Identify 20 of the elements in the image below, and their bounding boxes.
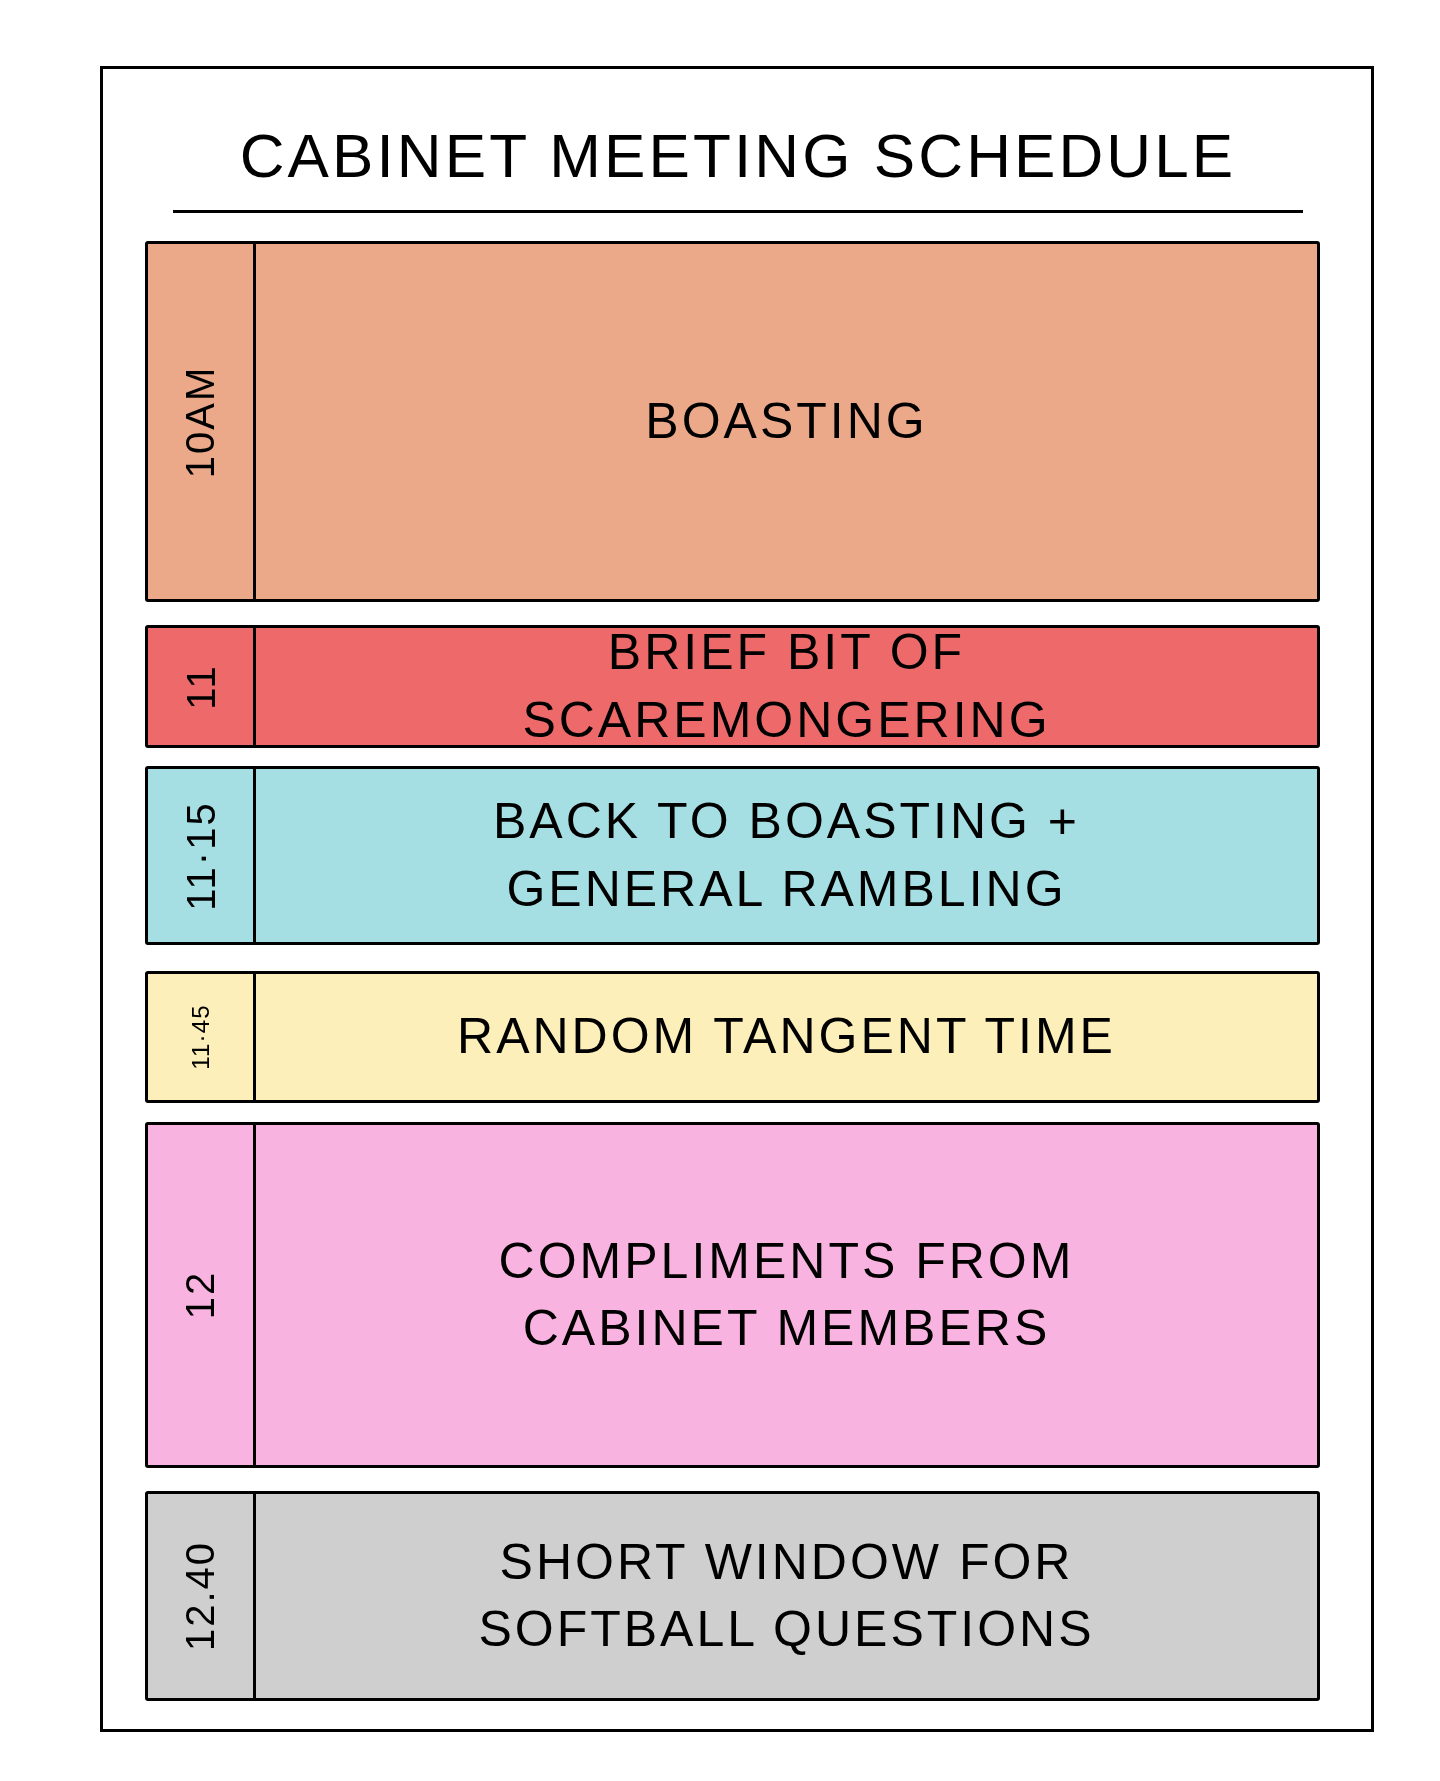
agenda-item: BRIEF BIT OF SCAREMONGERING (521, 623, 1052, 750)
agenda-item: COMPLIMENTS FROM CABINET MEMBERS (497, 1231, 1076, 1358)
title: CABINET MEETING SCHEDULE (239, 121, 1237, 190)
time-label: 11·45 (185, 1004, 215, 1070)
time-label: 12 (177, 1270, 224, 1320)
schedule-band (145, 971, 1320, 1103)
time-label: 11 (177, 663, 224, 710)
time-label: 10AM (177, 365, 224, 478)
agenda-item: BACK TO BOASTING + GENERAL RAMBLING (491, 792, 1081, 919)
time-label: 12.40 (177, 1540, 224, 1652)
schedule-band (145, 1491, 1320, 1701)
time-label: 11·15 (177, 800, 224, 911)
agenda-item: BOASTING (645, 391, 928, 451)
schedule-band (145, 625, 1320, 748)
schedule-band (145, 241, 1320, 602)
schedule-band (145, 766, 1320, 945)
schedule-frame (100, 66, 1374, 1732)
schedule-band (145, 1122, 1320, 1468)
agenda-item: SHORT WINDOW FOR SOFTBALL QUESTIONS (477, 1532, 1096, 1659)
agenda-item: RANDOM TANGENT TIME (457, 1007, 1116, 1067)
